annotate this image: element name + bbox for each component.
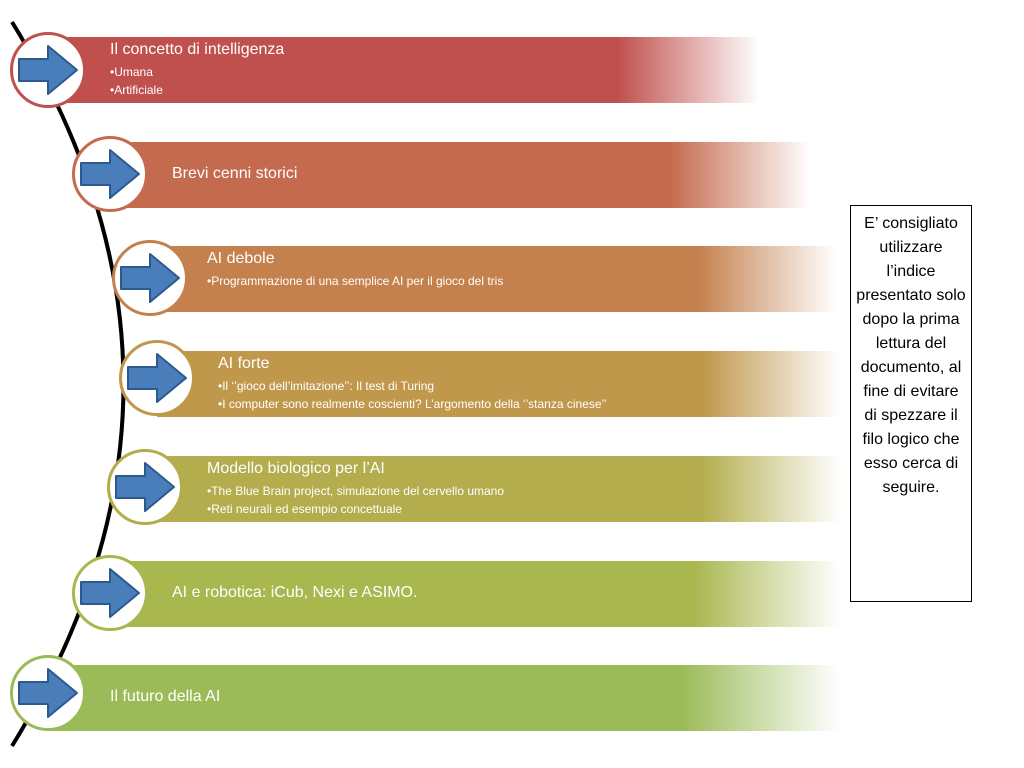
- index-band-5[interactable]: Modello biologico per l’AI The Blue Brai…: [145, 456, 840, 522]
- index-node-2[interactable]: [72, 136, 148, 212]
- index-node-4[interactable]: [119, 340, 195, 416]
- bullet-item: Artificiale: [110, 81, 760, 99]
- index-band-7[interactable]: Il futuro della AI: [48, 665, 840, 731]
- arrow-right-icon: [120, 253, 180, 303]
- index-node-1[interactable]: [10, 32, 86, 108]
- bullet-item: Il ‘’gioco dell’imitazione’’: Il test di…: [218, 377, 840, 395]
- index-band-3[interactable]: AI debole Programmazione di una semplice…: [150, 246, 836, 312]
- reading-note: E’ consigliato utilizzare l’indice prese…: [850, 205, 972, 602]
- arrow-right-icon: [127, 353, 187, 403]
- index-title: AI debole: [207, 250, 275, 267]
- bullet-item: Reti neurali ed esempio concettuale: [207, 500, 840, 518]
- arrow-right-icon: [18, 45, 78, 95]
- index-node-7[interactable]: [10, 655, 86, 731]
- index-node-3[interactable]: [112, 240, 188, 316]
- index-band-1[interactable]: Il concetto di intelligenza Umana Artifi…: [48, 37, 760, 103]
- bullet-item: The Blue Brain project, simulazione del …: [207, 482, 840, 500]
- arrow-right-icon: [80, 149, 140, 199]
- index-title: Il futuro della AI: [110, 688, 221, 705]
- arrow-right-icon: [115, 462, 175, 512]
- bullet-list: Umana Artificiale: [110, 63, 760, 99]
- index-title: Brevi cenni storici: [172, 165, 298, 182]
- bullet-item: Umana: [110, 63, 760, 81]
- reading-note-text: E’ consigliato utilizzare l’indice prese…: [856, 215, 966, 496]
- index-title: Modello biologico per l’AI: [207, 460, 385, 477]
- index-title: AI forte: [218, 355, 270, 372]
- bullet-list: The Blue Brain project, simulazione del …: [207, 482, 840, 518]
- index-band-2[interactable]: Brevi cenni storici: [110, 142, 810, 208]
- bullet-item: I computer sono realmente coscienti? L’a…: [218, 395, 840, 413]
- index-title: AI e robotica: iCub, Nexi e ASIMO.: [172, 584, 418, 601]
- index-node-5[interactable]: [107, 449, 183, 525]
- index-band-4[interactable]: AI forte Il ‘’gioco dell’imitazione’’: I…: [157, 351, 840, 417]
- index-node-6[interactable]: [72, 555, 148, 631]
- index-band-6[interactable]: AI e robotica: iCub, Nexi e ASIMO.: [110, 561, 840, 627]
- bullet-list: Programmazione di una semplice AI per il…: [207, 272, 836, 290]
- bullet-list: Il ‘’gioco dell’imitazione’’: Il test di…: [218, 377, 840, 413]
- bullet-item: Programmazione di una semplice AI per il…: [207, 272, 836, 290]
- index-title: Il concetto di intelligenza: [110, 41, 285, 58]
- arrow-right-icon: [18, 668, 78, 718]
- arrow-right-icon: [80, 568, 140, 618]
